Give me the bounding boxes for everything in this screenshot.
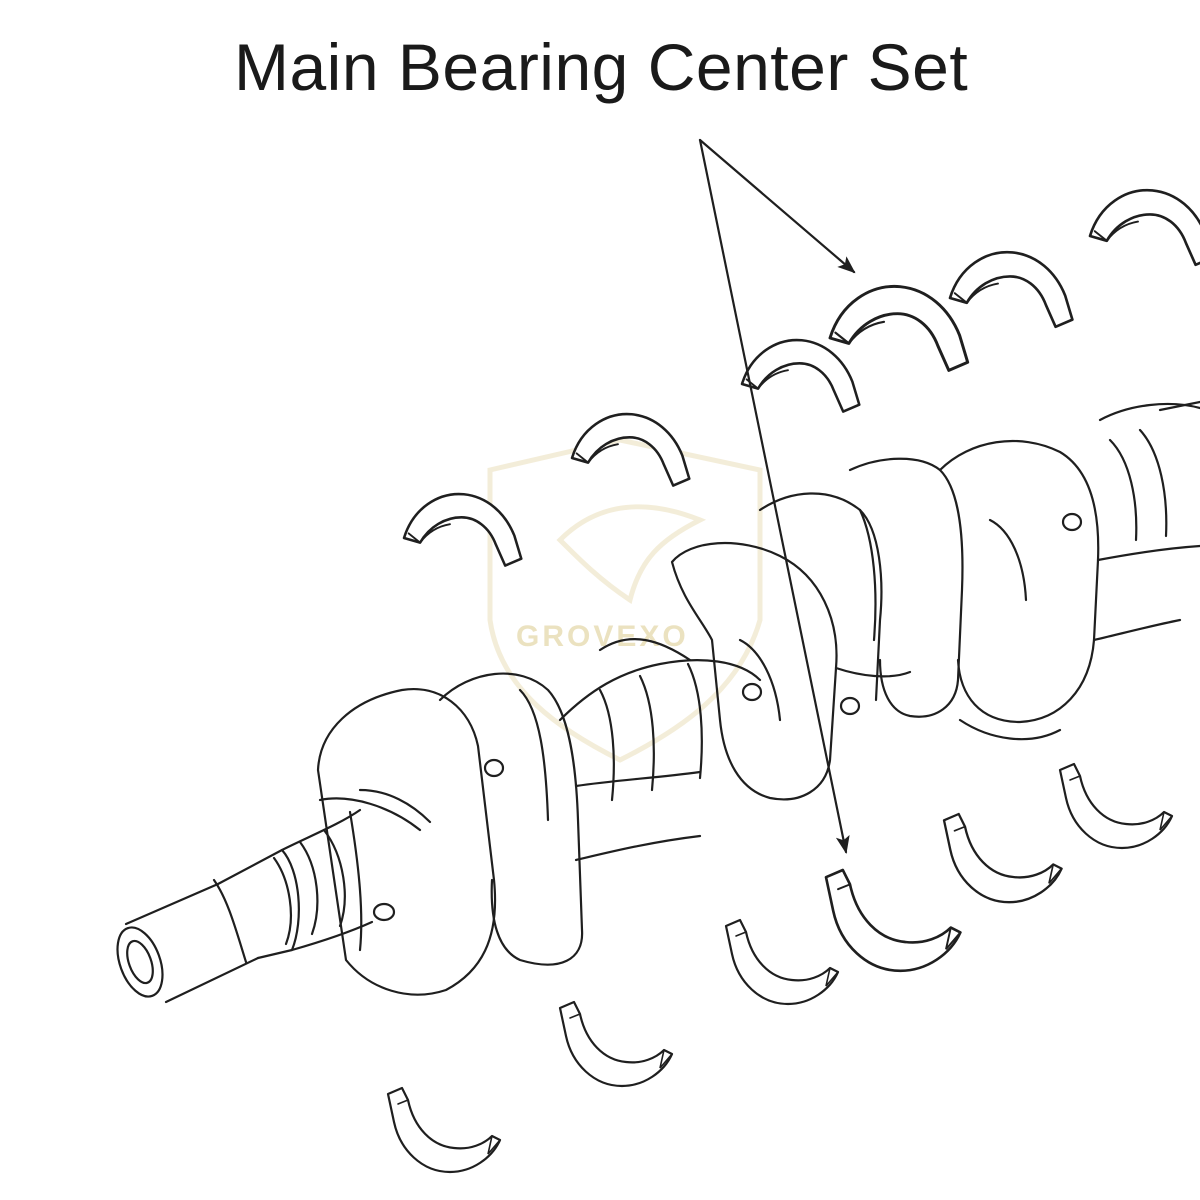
- upper-shell-3: [740, 338, 861, 413]
- watermark-text: GROVEXO: [516, 620, 689, 653]
- upper-shell-5: [948, 250, 1074, 329]
- upper-bearing-shells: [402, 188, 1200, 567]
- leader-arrow-lower: [698, 138, 850, 854]
- upper-shell-1: [402, 492, 523, 567]
- diagram-title: Main Bearing Center Set: [234, 30, 969, 104]
- lower-shell-6: [1058, 762, 1174, 850]
- lower-shell-1: [386, 1086, 502, 1174]
- lower-bearing-shells: [386, 762, 1174, 1174]
- upper-shell-2: [570, 412, 691, 487]
- lower-shell-center: [824, 868, 962, 973]
- upper-shell-center: [828, 284, 970, 372]
- lower-shell-5: [942, 812, 1063, 904]
- crankshaft: [116, 400, 1200, 1004]
- lower-shell-3: [724, 918, 840, 1006]
- upper-shell-6: [1088, 188, 1200, 267]
- leader-arrow-upper: [698, 138, 856, 274]
- leader-arrows: [698, 138, 856, 854]
- lower-shell-2: [558, 1000, 674, 1088]
